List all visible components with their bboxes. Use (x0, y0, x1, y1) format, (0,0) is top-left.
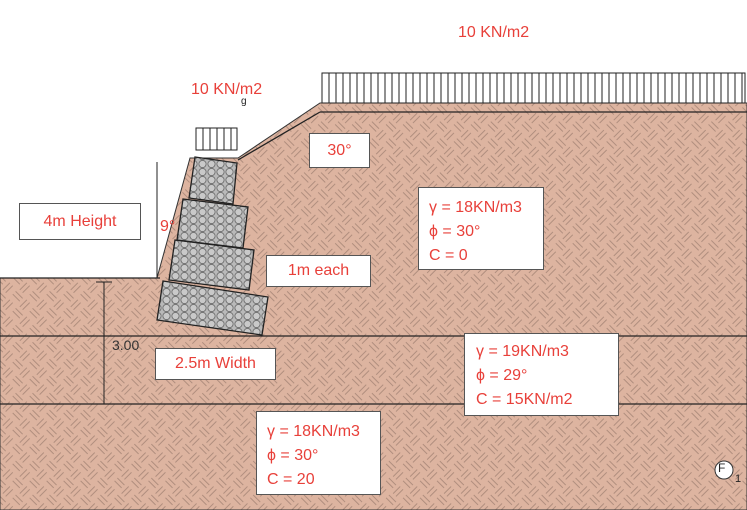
bottom-phi: ϕ = 30° (267, 447, 319, 464)
surcharge-right-label: 10 KN/m2 (458, 24, 530, 41)
surcharge-left-mark: g (241, 96, 247, 107)
foundation-gamma: γ = 19KN/m3 (476, 343, 569, 360)
footer-mark: F (718, 461, 726, 475)
bottom-gamma: γ = 18KN/m3 (267, 423, 360, 440)
bottom-cohesion: C = 20 (267, 471, 315, 488)
foundation-phi: ϕ = 29° (476, 367, 528, 384)
footer-mark-sub: 1 (735, 473, 742, 485)
embedment-depth-label: 3.00 (112, 337, 140, 353)
base-width-text: 2.5m Width (175, 355, 256, 372)
backfill-slope-line (237, 111, 321, 161)
block-height-text: 1m each (287, 262, 350, 279)
footer-mark-circle (714, 460, 734, 480)
gabion-block-3 (176, 198, 249, 249)
gabion-block-4 (188, 156, 238, 205)
foundation-properties: γ = 19KN/m3 ϕ = 29° C = 15KN/m2 (464, 333, 619, 416)
base-width-label: 2.5m Width (155, 348, 276, 380)
backfill-gamma: γ = 18KN/m3 (429, 199, 522, 216)
backfill-properties: γ = 18KN/m3 ϕ = 30° C = 0 (418, 187, 544, 270)
backfill-cohesion: C = 0 (429, 247, 468, 264)
slope-angle-label: 30° (309, 133, 370, 168)
surcharge-load-left (195, 127, 238, 151)
backfill-phi: ϕ = 30° (429, 223, 481, 240)
bottom-layer-properties: γ = 18KN/m3 ϕ = 30° C = 20 (256, 411, 381, 495)
wall-batter-label: 9° (160, 218, 176, 235)
wall-height-label: 4m Height (19, 203, 141, 240)
wall-height-text: 4m Height (43, 212, 117, 230)
block-height-label: 1m each (266, 255, 371, 287)
surcharge-load-right (321, 72, 746, 104)
slope-angle-text: 30° (327, 141, 352, 159)
surcharge-left-label: 10 KN/m2 (191, 81, 263, 98)
gabion-block-1 (156, 280, 269, 336)
foundation-cohesion: C = 15KN/m2 (476, 391, 573, 408)
